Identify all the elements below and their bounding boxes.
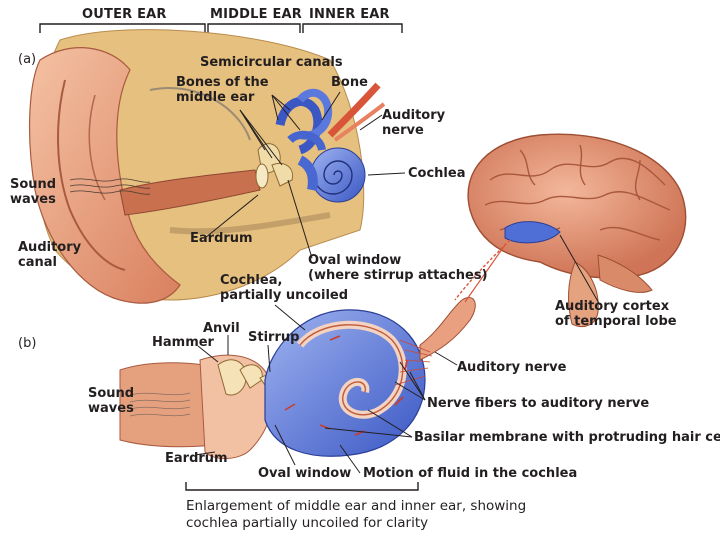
label-anvil: Anvil [203, 321, 240, 336]
label-auditory-cortex: Auditory cortex of temporal lobe [555, 299, 677, 329]
label-sound-waves-b: Sound waves [88, 386, 135, 416]
auditory-nerve-a [327, 82, 386, 142]
label-basilar-membrane: Basilar membrane with protruding hair ce… [414, 430, 720, 445]
label-nerve-fibers: Nerve fibers to auditory nerve [427, 396, 650, 411]
sound-waves-a [69, 178, 151, 195]
label-auditory-nerve-a: Auditory nerve [382, 108, 446, 138]
label-auditory-nerve-b: Auditory nerve [457, 360, 567, 375]
label-eardrum-b: Eardrum [165, 451, 228, 466]
outer-ear-header: OUTER EAR [82, 7, 167, 22]
inner-ear [275, 88, 366, 203]
middle-ear-bones [255, 143, 294, 189]
label-fluid-motion: Motion of fluid in the cochlea [363, 466, 578, 481]
panel-b-label: (b) [18, 336, 37, 351]
inner-ear-header: INNER EAR [309, 7, 390, 22]
label-bone: Bone [331, 75, 368, 90]
brain [454, 133, 687, 327]
label-auditory-canal: Auditory canal [18, 240, 82, 270]
leader-lines [194, 91, 601, 474]
label-hammer: Hammer [152, 335, 214, 350]
middle-ear-header: MIDDLE EAR [210, 7, 302, 22]
outer-ear-section [28, 29, 365, 304]
label-sound-waves-a: Sound waves [10, 177, 57, 207]
label-oval-window-a: Oval window (where stirrup attaches) [308, 253, 488, 283]
label-bones-middle-ear: Bones of the middle ear [176, 75, 269, 105]
label-cochlea: Cochlea [408, 166, 466, 181]
label-cochlea-uncoiled: Cochlea, partially uncoiled [220, 273, 349, 303]
label-eardrum-a: Eardrum [190, 231, 253, 246]
panel-a-label: (a) [18, 52, 37, 67]
figure-caption: Enlargement of middle ear and inner ear,… [186, 498, 527, 531]
enlarged-ear-section [119, 244, 506, 459]
caption-bracket [185, 482, 419, 491]
label-semicircular-canals: Semicircular canals [200, 55, 343, 70]
section-brackets [39, 23, 403, 33]
label-oval-window-b: Oval window [258, 466, 352, 481]
label-stirrup: Stirrup [248, 330, 300, 345]
